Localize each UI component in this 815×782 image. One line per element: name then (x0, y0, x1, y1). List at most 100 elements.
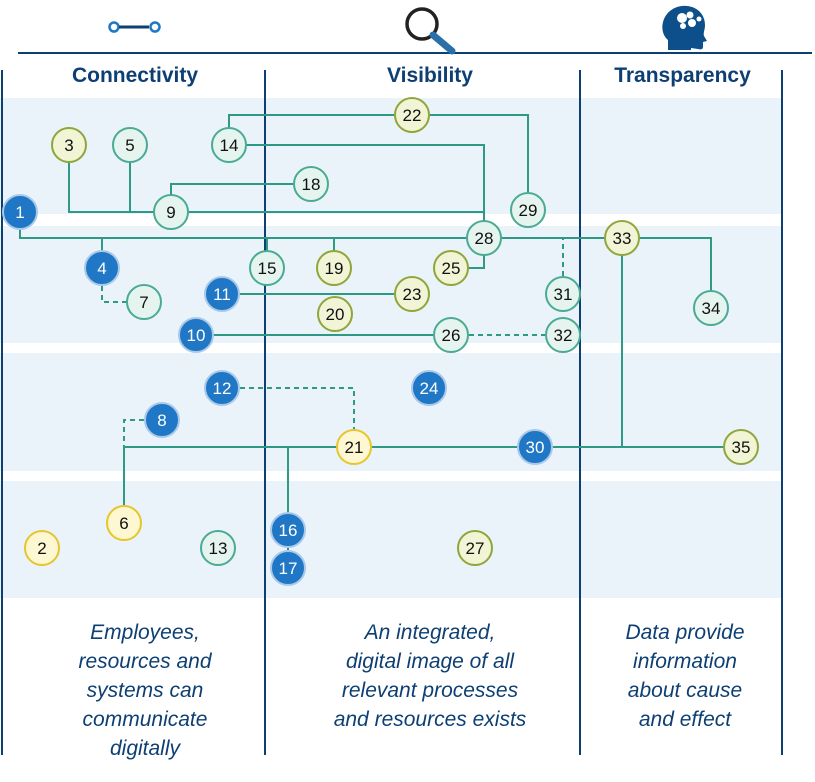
column-description-visibility: An integrated, digital image of all rele… (295, 618, 565, 734)
node-label: 33 (613, 229, 632, 248)
node-circle (178, 317, 214, 353)
node-label: 3 (64, 136, 73, 155)
node-label: 19 (325, 259, 344, 278)
column-dividers (1, 70, 783, 755)
description-line: digital image of all (345, 650, 515, 673)
node-circle (433, 317, 469, 353)
node-circle (270, 550, 306, 586)
description-line: communicate (82, 708, 208, 731)
node-6: 6 (106, 505, 142, 541)
magnifier-icon (405, 7, 456, 55)
node-label: 4 (97, 259, 106, 278)
node-label: 12 (213, 379, 232, 398)
band-2 (0, 226, 782, 343)
node-34: 34 (693, 290, 729, 326)
node-33: 33 (604, 220, 640, 256)
node-label: 8 (157, 411, 166, 430)
node-10: 10 (178, 317, 214, 353)
node-23: 23 (394, 276, 430, 312)
node-circle (317, 296, 353, 332)
node-28: 28 (466, 220, 502, 256)
node-32: 32 (545, 317, 581, 353)
description-line: relevant processes (341, 679, 519, 702)
description-line: An integrated, (364, 621, 496, 644)
node-label: 35 (732, 438, 751, 457)
node-circle (106, 505, 142, 541)
node-22: 22 (394, 97, 430, 133)
node-circle (411, 370, 447, 406)
description-line: information (633, 650, 737, 673)
node-25: 25 (433, 250, 469, 286)
nodes: 1234567891011121314151617181920212223242… (2, 97, 759, 586)
brain-head-icon (662, 5, 707, 50)
node-circle (394, 276, 430, 312)
node-3: 3 (51, 127, 87, 163)
node-circle (466, 220, 502, 256)
node-circle (84, 250, 120, 286)
node-label: 20 (326, 305, 345, 324)
node-circle (457, 530, 493, 566)
description-line: systems can (86, 679, 204, 702)
column-title-transparency: Transparency (614, 64, 751, 87)
node-circle (200, 530, 236, 566)
node-label: 13 (209, 539, 228, 558)
node-label: 17 (279, 559, 298, 578)
node-label: 27 (466, 539, 485, 558)
node-4: 4 (84, 250, 120, 286)
node-circle (394, 97, 430, 133)
node-circle (51, 127, 87, 163)
node-circle (545, 276, 581, 312)
node-label: 14 (220, 136, 239, 155)
node-26: 26 (433, 317, 469, 353)
node-label: 11 (213, 285, 231, 304)
node-label: 16 (279, 521, 298, 540)
node-circle (604, 220, 640, 256)
node-label: 25 (442, 259, 461, 278)
node-label: 28 (475, 229, 494, 248)
node-21: 21 (336, 429, 372, 465)
node-8: 8 (144, 402, 180, 438)
node-circle (249, 250, 285, 286)
node-circle (153, 194, 189, 230)
node-circle (2, 194, 38, 230)
background-bands (0, 98, 782, 598)
node-19: 19 (316, 250, 352, 286)
node-circle (517, 429, 553, 465)
node-12: 12 (204, 370, 240, 406)
node-label: 10 (187, 326, 206, 345)
node-circle (204, 370, 240, 406)
node-circle (433, 250, 469, 286)
node-24: 24 (411, 370, 447, 406)
node-label: 31 (554, 285, 573, 304)
node-circle (126, 284, 162, 320)
node-circle (144, 402, 180, 438)
description-line: resources and (78, 650, 212, 673)
node-29: 29 (510, 192, 546, 228)
description-line: digitally (109, 737, 181, 760)
column-description-connectivity: Employees, resources and systems can com… (30, 618, 260, 763)
column-title-visibility: Visibility (387, 64, 473, 87)
node-31: 31 (545, 276, 581, 312)
band-3 (0, 353, 782, 471)
node-16: 16 (270, 512, 306, 548)
node-label: 18 (302, 175, 321, 194)
column-title-connectivity: Connectivity (71, 64, 199, 87)
node-circle (316, 250, 352, 286)
node-35: 35 (723, 429, 759, 465)
edge-33-34 (622, 237, 712, 308)
node-15: 15 (249, 250, 285, 286)
node-label: 9 (166, 203, 175, 222)
edge-22-29 (412, 114, 529, 210)
node-label: 34 (702, 299, 721, 318)
node-label: 6 (119, 514, 128, 533)
node-circle (24, 530, 60, 566)
node-13: 13 (200, 530, 236, 566)
node-30: 30 (517, 429, 553, 465)
connection-icon (108, 21, 161, 33)
node-circle (510, 192, 546, 228)
node-circle (545, 317, 581, 353)
node-label: 24 (420, 379, 439, 398)
edge-12-21 (222, 387, 355, 447)
node-circle (336, 429, 372, 465)
